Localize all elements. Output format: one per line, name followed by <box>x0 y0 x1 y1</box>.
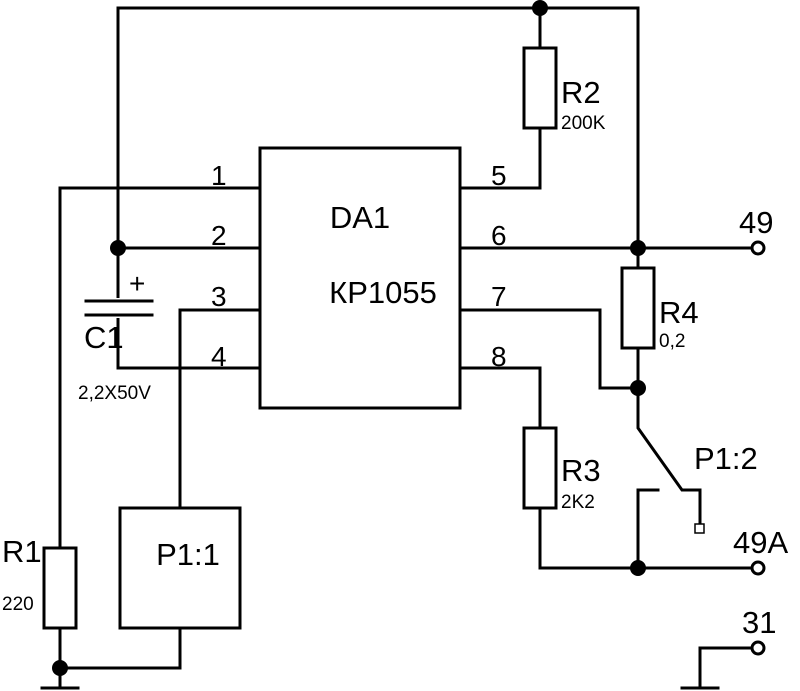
pin-label-3: 3 <box>211 281 227 312</box>
wire-top-rail <box>116 6 640 250</box>
resistor-r3-value: 2K2 <box>561 492 595 513</box>
junction-dot <box>110 240 126 256</box>
resistor-r1: R1 220 <box>2 534 78 630</box>
pin-label-2: 2 <box>211 220 227 251</box>
pin-label-5: 5 <box>491 160 507 191</box>
relay-contact: P1:2 <box>694 441 758 534</box>
resistor-r2-value: 200K <box>561 113 606 134</box>
relay-contact-label: P1:2 <box>694 441 758 476</box>
ic-body <box>258 146 462 410</box>
resistor-r4-body <box>620 266 656 350</box>
relay-coil: P1:1 <box>118 506 242 630</box>
resistor-r2-ref: R2 <box>561 75 601 110</box>
wire-r3-49a <box>538 506 754 570</box>
pin-label-4: 4 <box>211 341 227 372</box>
resistor-r3-body <box>522 426 558 510</box>
junction-dot <box>52 660 68 676</box>
pin-label-8: 8 <box>491 341 507 372</box>
resistor-r2-body <box>522 46 558 130</box>
relay-coil-body <box>118 506 242 630</box>
pin-label-6: 6 <box>491 220 507 251</box>
wire-contact-fixed <box>636 488 660 570</box>
wire-pin5-r2 <box>458 126 542 190</box>
terminal-31[interactable] <box>750 640 766 656</box>
wire-terminal-31 <box>698 646 754 690</box>
relay-coil-label: P1:1 <box>156 537 220 572</box>
wire-coil-ground <box>58 626 182 670</box>
capacitor-c1: + C1 2,2X50V <box>78 268 154 404</box>
terminal-49-label: 49 <box>739 205 773 240</box>
resistor-r1-body <box>42 546 78 630</box>
wire-cap-bottom <box>116 314 262 370</box>
junction-dot <box>630 240 646 256</box>
capacitor-ref: C1 <box>84 320 124 355</box>
pin-label-1: 1 <box>211 160 227 191</box>
terminal-49a-label: 49A <box>733 525 788 560</box>
ic-part: КР1055 <box>329 275 437 310</box>
capacitor-value: 2,2X50V <box>78 383 151 404</box>
terminal-49a[interactable] <box>750 560 766 576</box>
junction-dot <box>630 560 646 576</box>
resistor-r4-value: 0,2 <box>659 331 685 352</box>
resistor-r3-ref: R3 <box>561 453 601 488</box>
ic-name: DA1 <box>330 200 390 235</box>
resistor-r1-ref: R1 <box>2 534 42 569</box>
capacitor-polarity: + <box>129 268 145 299</box>
pin-label-7: 7 <box>491 281 507 312</box>
terminal-49[interactable] <box>750 240 766 256</box>
resistor-r2: R2 200K <box>522 46 606 134</box>
terminal-31-label: 31 <box>742 605 776 640</box>
terminals: 49 49A 31 <box>733 205 788 656</box>
junction-dot <box>532 0 548 16</box>
resistor-r4: R4 0,2 <box>620 266 699 352</box>
wire-pin8-r3 <box>458 366 542 430</box>
junctions <box>52 0 646 676</box>
relay-link-mark <box>694 523 705 534</box>
wire-pin3-coil <box>178 308 262 510</box>
wire-contact-arm <box>636 386 702 527</box>
resistor-r4-ref: R4 <box>659 295 699 330</box>
resistor-r1-value: 220 <box>2 594 34 615</box>
junction-dot <box>630 380 646 396</box>
ic-da1: DA1 КР1055 1 2 3 4 5 6 7 8 <box>211 146 507 410</box>
resistor-r3: R3 2K2 <box>522 426 601 513</box>
wire-pin7 <box>458 308 640 390</box>
wire-pin1-r1 <box>58 186 262 550</box>
capacitor-gap <box>84 298 154 318</box>
